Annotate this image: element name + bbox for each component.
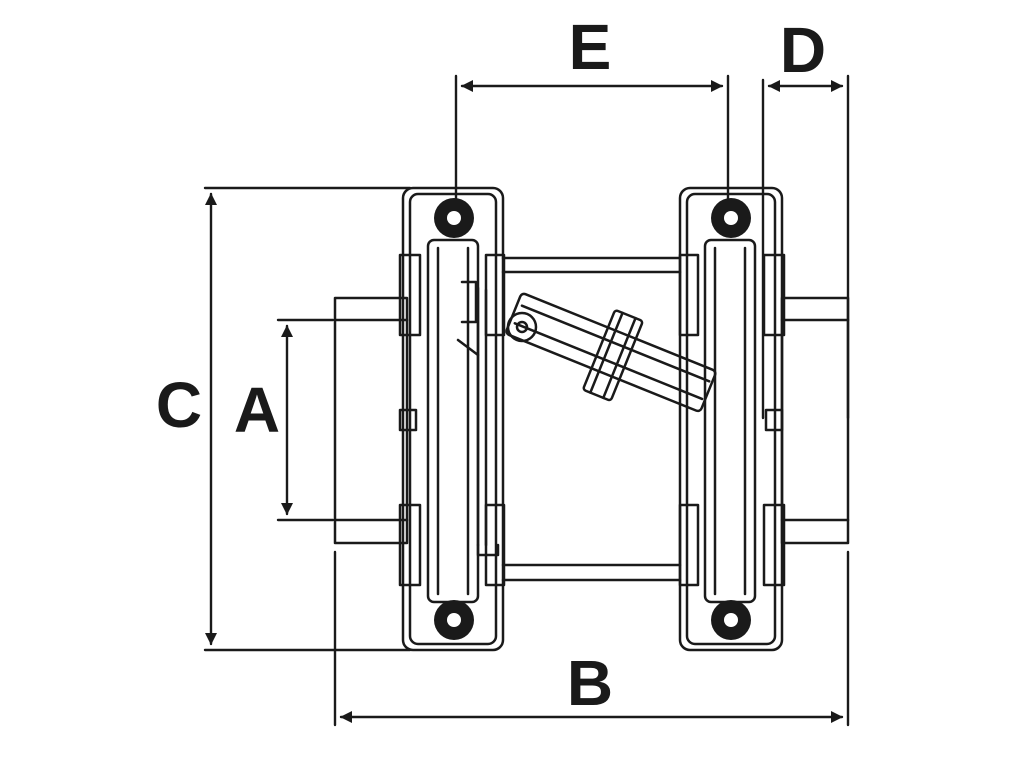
label-B: B	[567, 647, 613, 719]
dimension-lines	[205, 80, 844, 723]
hinge-assembly	[456, 280, 500, 557]
bolt-hole-top-right	[711, 198, 751, 238]
extension-lines	[203, 74, 850, 727]
left-pipe-stub	[333, 296, 409, 545]
right-flange	[678, 186, 786, 652]
label-C: C	[156, 369, 202, 441]
disc-pivot	[506, 311, 538, 343]
label-E: E	[569, 11, 612, 83]
left-flange	[398, 186, 506, 652]
label-A: A	[234, 374, 280, 446]
label-D: D	[780, 14, 826, 86]
bolt-holes	[434, 198, 751, 640]
bolt-hole-bottom-left	[434, 600, 474, 640]
valve-body	[501, 256, 682, 582]
bolt-hole-top-left	[434, 198, 474, 238]
right-pipe-stub	[780, 296, 850, 545]
swing-disc	[505, 292, 717, 413]
bolt-hole-bottom-right	[711, 600, 751, 640]
